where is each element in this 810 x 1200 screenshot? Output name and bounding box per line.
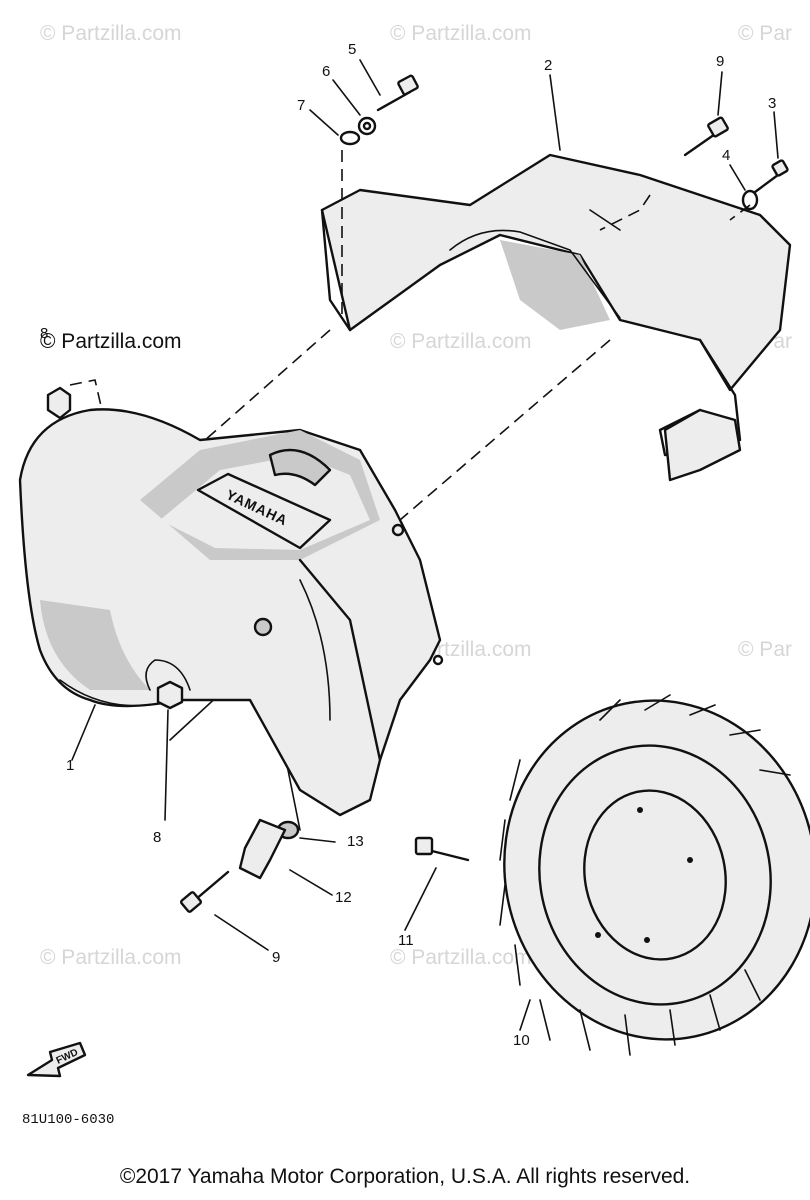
watermark: © Partzilla.com bbox=[40, 946, 182, 969]
part-10-flywheel-fan[interactable] bbox=[473, 671, 810, 1068]
hardware bbox=[46, 74, 789, 913]
part-2-upper-shroud[interactable] bbox=[320, 153, 792, 482]
forward-arrow-icon: FWD bbox=[26, 1041, 87, 1078]
watermark-dark: © Partzilla.com bbox=[40, 330, 182, 353]
diagram-code: 81U100-6030 bbox=[22, 1112, 114, 1128]
watermark: © Partzilla.com bbox=[40, 22, 182, 45]
part-1-main-shroud[interactable]: YAMAHA bbox=[18, 408, 444, 817]
watermark: © Partzilla.com bbox=[390, 330, 532, 353]
copyright-notice: ©2017 Yamaha Motor Corporation, U.S.A. A… bbox=[119, 1165, 691, 1188]
callout-label: 3 bbox=[768, 95, 776, 112]
callout-label: 11 bbox=[398, 932, 414, 949]
callout-label: 13 bbox=[347, 833, 364, 850]
callout-label: 5 bbox=[348, 41, 356, 58]
watermark: © Partzilla.com bbox=[390, 946, 532, 969]
callout-labels: 1 2 3 4 5 6 7 8 8 9 9 10 11 12 13 bbox=[40, 41, 776, 1049]
watermark: © Par bbox=[738, 638, 792, 661]
callout-label: 10 bbox=[513, 1032, 530, 1049]
watermark: © Par bbox=[738, 22, 792, 45]
callout-label: 4 bbox=[722, 147, 730, 164]
callout-label: 6 bbox=[322, 63, 330, 80]
callout-leaders bbox=[71, 59, 779, 1031]
callout-label: 1 bbox=[66, 757, 74, 774]
callout-label: 7 bbox=[297, 97, 305, 114]
callout-label: 9 bbox=[716, 53, 724, 70]
callout-label: 12 bbox=[335, 889, 352, 906]
callout-label: 8 bbox=[40, 325, 48, 342]
callout-label: 8 bbox=[153, 829, 161, 846]
watermark: © Partzilla.com bbox=[390, 22, 532, 45]
callout-label: 2 bbox=[544, 57, 552, 74]
callout-label: 9 bbox=[272, 949, 280, 966]
